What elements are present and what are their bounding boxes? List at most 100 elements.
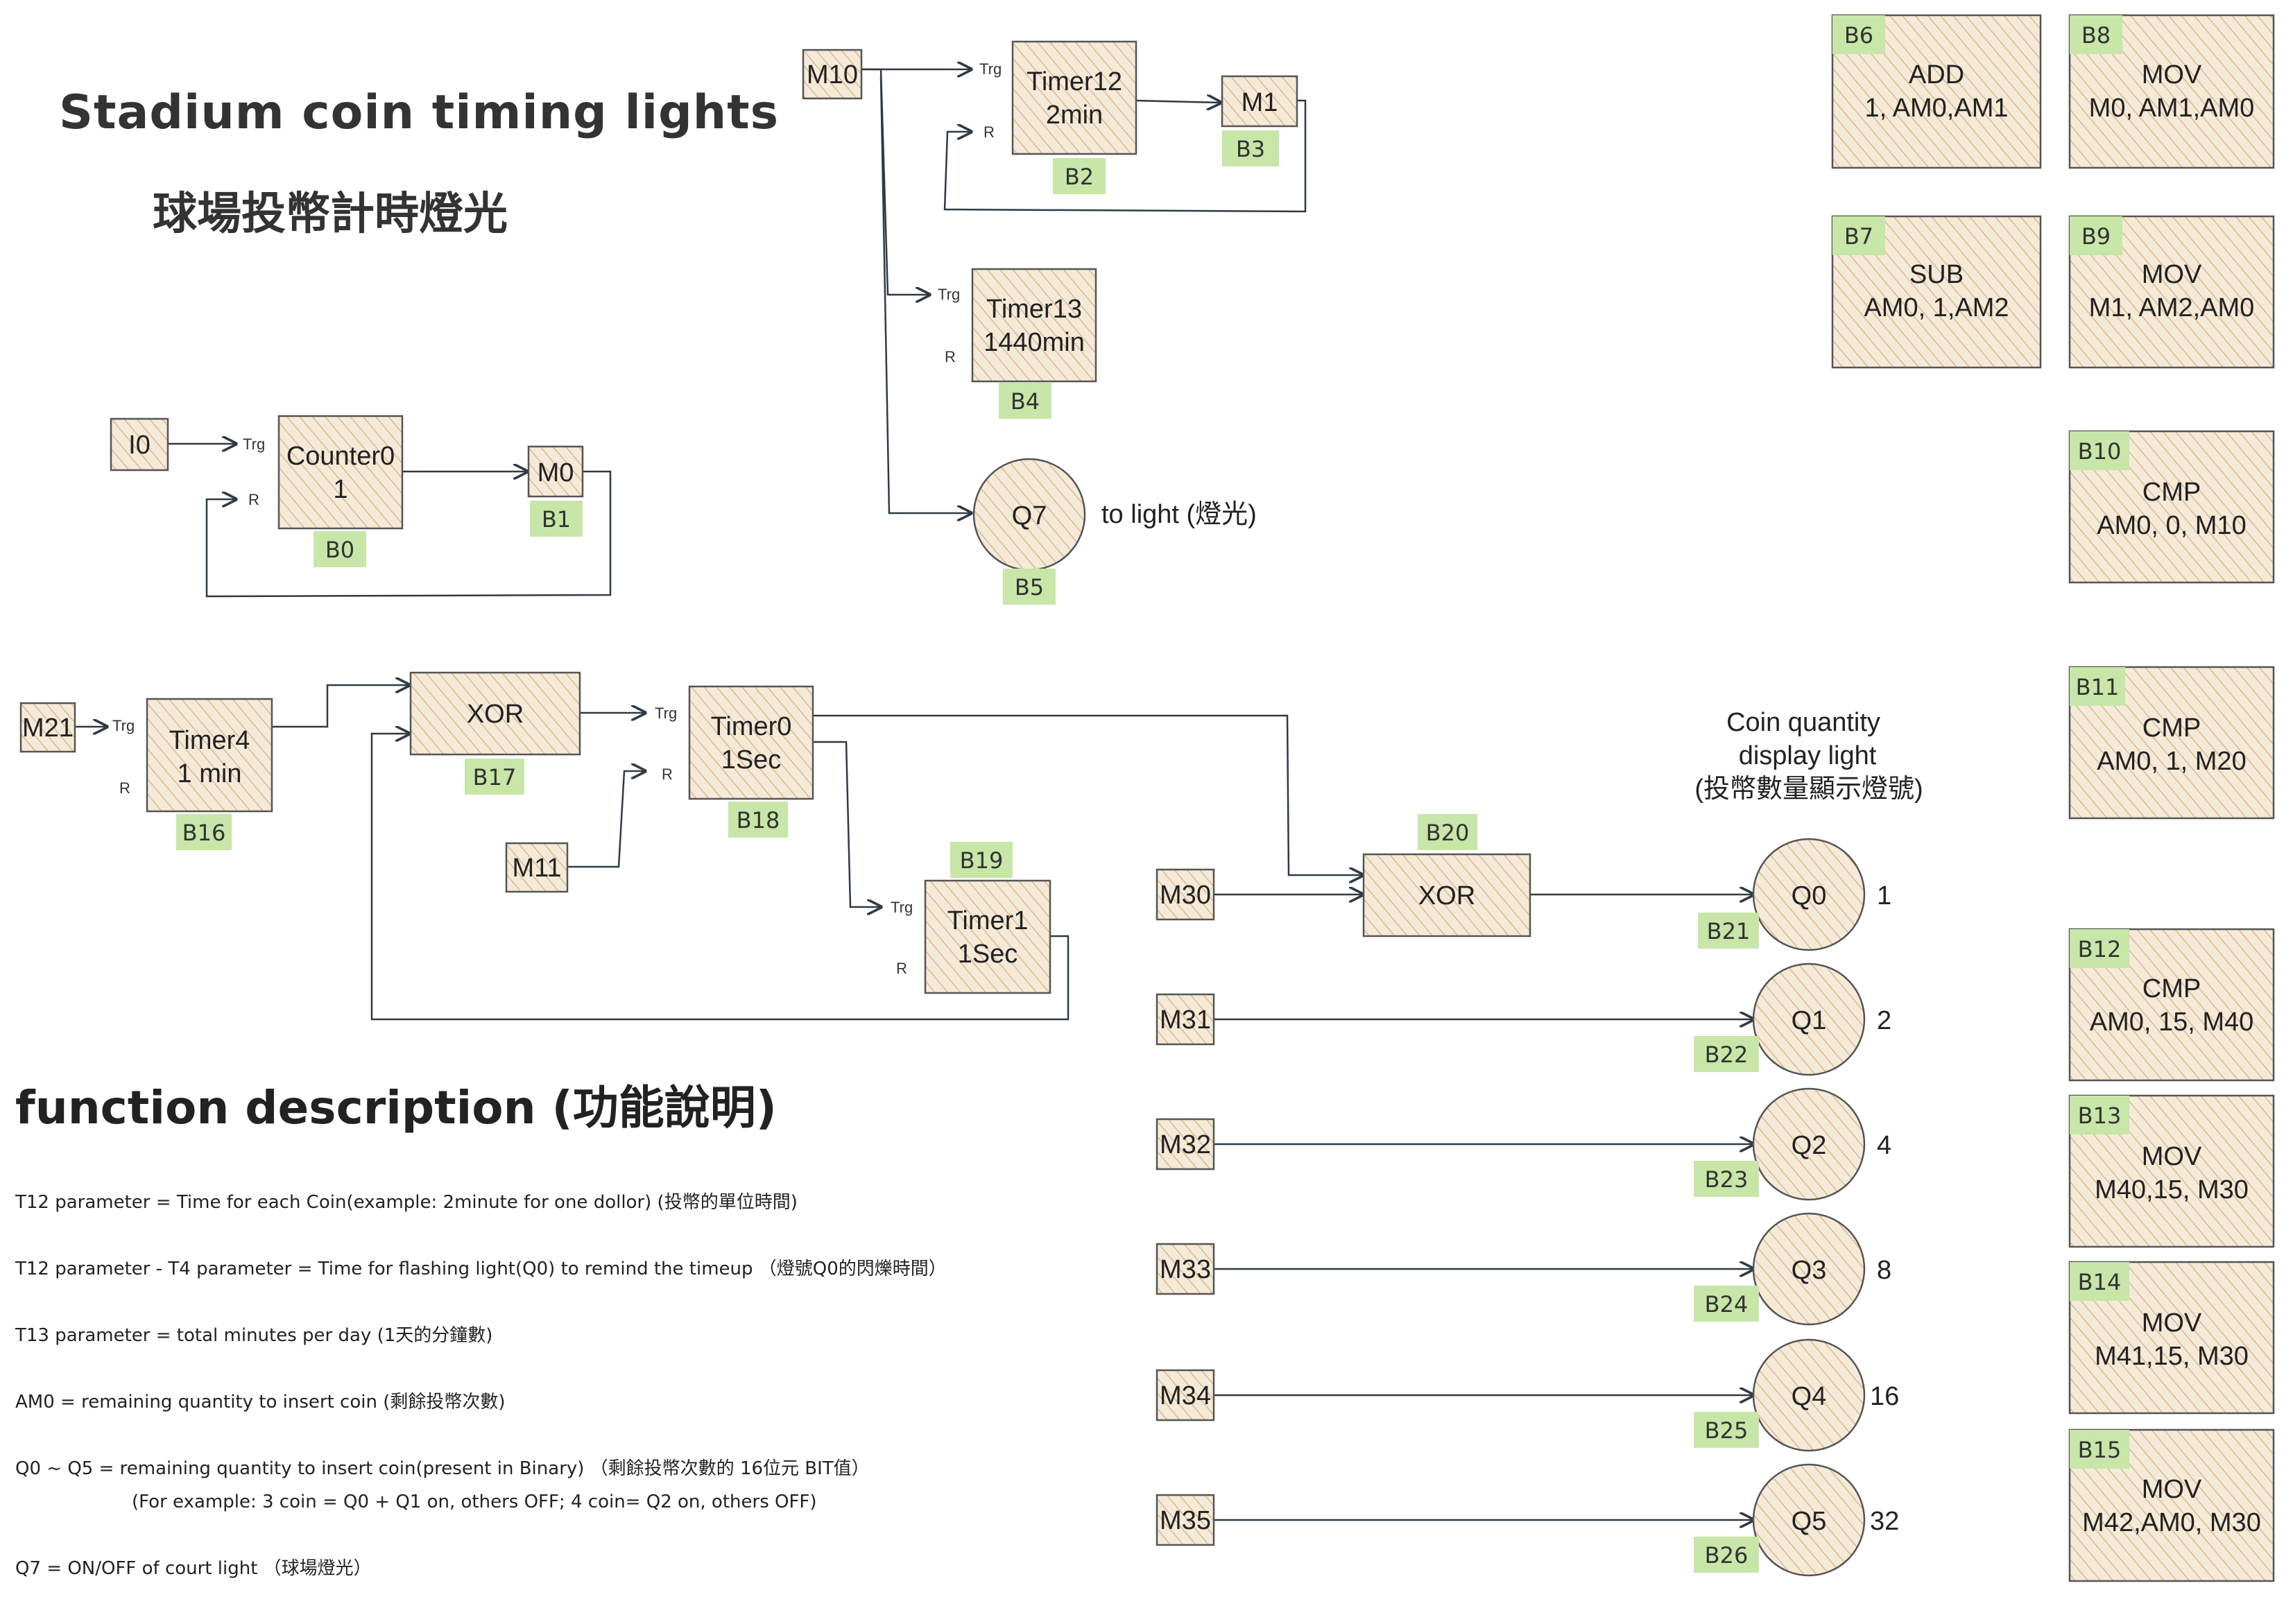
side-block-b8-op: MOV <box>2142 60 2202 89</box>
side-block-b13: B13 MOV M40,15, M30 <box>2068 1094 2275 1248</box>
title-chinese: 球場投幣計時燈光 <box>153 189 508 240</box>
side-block-b6: B6 ADD 1, AM0,AM1 <box>1831 14 2042 169</box>
side-block-b8: B8 MOV M0, AM1,AM0 <box>2068 14 2275 169</box>
input-m34-label: M34 <box>1160 1381 1211 1410</box>
timer12-pin-trg: Trg <box>979 60 1002 78</box>
timer13-pin-r: R <box>945 348 956 365</box>
side-block-b13-op: MOV <box>2142 1142 2202 1171</box>
output-q0-label: Q0 <box>1792 881 1827 910</box>
timer12-badge: B2 <box>1065 164 1094 190</box>
marker-m1: M1 B3 <box>1221 75 1298 166</box>
function-description-title: function description (功能說明) <box>15 1081 777 1134</box>
input-m30: M30 <box>1156 868 1215 921</box>
output-q1: Q1 2 B22 <box>1694 962 1891 1076</box>
output-q0-value: 1 <box>1877 881 1891 910</box>
wires <box>74 69 1753 1520</box>
input-i0-label: I0 <box>128 431 151 460</box>
output-q4-badge: B25 <box>1705 1417 1749 1444</box>
title-english: Stadium coin timing lights <box>59 85 779 140</box>
input-m33-label: M33 <box>1160 1255 1211 1284</box>
xor2-block: B20 XOR <box>1362 814 1531 938</box>
timer4-block: Trg R Timer4 1 min B16 <box>112 698 273 850</box>
timer1-badge: B19 <box>960 847 1004 874</box>
input-m32: M32 <box>1156 1118 1215 1171</box>
input-m30-label: M30 <box>1160 881 1211 910</box>
side-block-b10-badge: B10 <box>2078 438 2122 465</box>
input-i0: I0 <box>110 417 169 472</box>
output-q1-badge: B22 <box>1705 1042 1749 1068</box>
timer1-pin-trg: Trg <box>891 899 913 916</box>
side-block-b9: B9 MOV M1, AM2,AM0 <box>2068 215 2275 369</box>
output-q4-value: 16 <box>1870 1382 1899 1411</box>
timer0-pin-trg: Trg <box>655 705 677 722</box>
counter0-pin-r: R <box>248 491 259 508</box>
output-q3: Q3 8 B24 <box>1694 1212 1891 1326</box>
output-q1-value: 2 <box>1877 1006 1891 1035</box>
timer4-name: Timer4 <box>169 726 250 755</box>
input-m10: M10 <box>802 49 863 100</box>
input-m11-label: M11 <box>512 854 561 883</box>
coin-display-title-line1: Coin quantity <box>1726 708 1880 737</box>
xor1-block: XOR B17 <box>409 671 581 795</box>
side-block-b15-args: M42,AM0, M30 <box>2082 1508 2261 1537</box>
side-block-b11-args: AM0, 1, M20 <box>2097 747 2246 776</box>
marker-m0-label: M0 <box>538 458 574 487</box>
function-description-line-6: (For example: 3 coin = Q0 + Q1 on, other… <box>132 1492 817 1512</box>
timer0-badge: B18 <box>737 807 780 833</box>
side-block-b14-op: MOV <box>2142 1308 2202 1338</box>
counter0-badge: B0 <box>325 537 354 563</box>
input-m10-label: M10 <box>807 60 858 89</box>
input-m21-label: M21 <box>22 714 74 743</box>
function-description-line-1: T12 parameter = Time for each Coin(examp… <box>15 1192 798 1213</box>
timer1-block: B19 Trg R Timer1 1Sec <box>891 842 1051 994</box>
timer1-param: 1Sec <box>958 940 1018 969</box>
function-description-line-3: T13 parameter = total minutes per day (1… <box>15 1325 492 1346</box>
counter0-pin-trg: Trg <box>243 435 265 453</box>
timer13-pin-trg: Trg <box>938 286 960 303</box>
timer13-block: Trg R Timer13 1440min B4 <box>938 268 1097 419</box>
side-block-b9-op: MOV <box>2142 260 2202 289</box>
input-m35: M35 <box>1156 1494 1215 1546</box>
output-q5-value: 32 <box>1870 1507 1899 1536</box>
output-q7-note: to light (燈光) <box>1101 500 1257 529</box>
output-q4-label: Q4 <box>1792 1382 1827 1411</box>
coin-display-title-line3: (投幣數量顯示燈號) <box>1694 775 1923 804</box>
input-m31-label: M31 <box>1160 1005 1211 1035</box>
side-block-b13-args: M40,15, M30 <box>2095 1175 2249 1204</box>
timer0-block: Trg R Timer0 1Sec B18 <box>655 685 814 838</box>
input-m35-label: M35 <box>1160 1506 1211 1535</box>
output-q2-value: 4 <box>1877 1131 1891 1160</box>
marker-m1-label: M1 <box>1242 88 1278 117</box>
side-block-b11-op: CMP <box>2142 714 2201 743</box>
function-description-line-4: AM0 = remaining quantity to insert coin … <box>15 1392 506 1413</box>
timer12-pin-r: R <box>984 123 995 141</box>
output-q4: Q4 16 B25 <box>1694 1338 1899 1452</box>
marker-m0-badge: B1 <box>542 506 571 533</box>
side-block-b12: B12 CMP AM0, 15, M40 <box>2068 928 2275 1082</box>
timer13-name: Timer13 <box>986 295 1082 324</box>
output-q7: Q7 B5 to light (燈光) <box>972 458 1257 605</box>
output-q7-badge: B5 <box>1015 574 1044 601</box>
output-q5: Q5 32 B26 <box>1694 1463 1899 1577</box>
side-block-b14-args: M41,15, M30 <box>2095 1342 2249 1371</box>
timer13-badge: B4 <box>1011 388 1040 415</box>
output-q2: Q2 4 B23 <box>1694 1087 1891 1201</box>
timer4-badge: B16 <box>182 820 226 846</box>
xor2-badge: B20 <box>1426 820 1470 846</box>
side-block-b8-badge: B8 <box>2081 22 2111 49</box>
function-description-line-7: Q7 = ON/OFF of court light （球場燈光） <box>15 1558 372 1579</box>
timer0-pin-r: R <box>662 766 673 783</box>
timer1-pin-r: R <box>896 960 907 977</box>
output-q0: Q0 1 B21 <box>1698 838 1891 951</box>
side-block-b14-badge: B14 <box>2078 1269 2122 1295</box>
side-block-b10-op: CMP <box>2142 478 2201 507</box>
side-block-b12-op: CMP <box>2142 974 2201 1003</box>
input-m33: M33 <box>1156 1243 1215 1295</box>
timer4-param: 1 min <box>178 759 242 788</box>
timer0-name: Timer0 <box>711 712 792 741</box>
xor2-name: XOR <box>1418 881 1475 910</box>
side-block-b6-badge: B6 <box>1844 22 1873 49</box>
timer12-param: 2min <box>1046 101 1103 130</box>
coin-display-title: Coin quantity display light (投幣數量顯示燈號) <box>1694 708 1923 804</box>
function-description: function description (功能說明) T12 paramete… <box>15 1081 947 1579</box>
